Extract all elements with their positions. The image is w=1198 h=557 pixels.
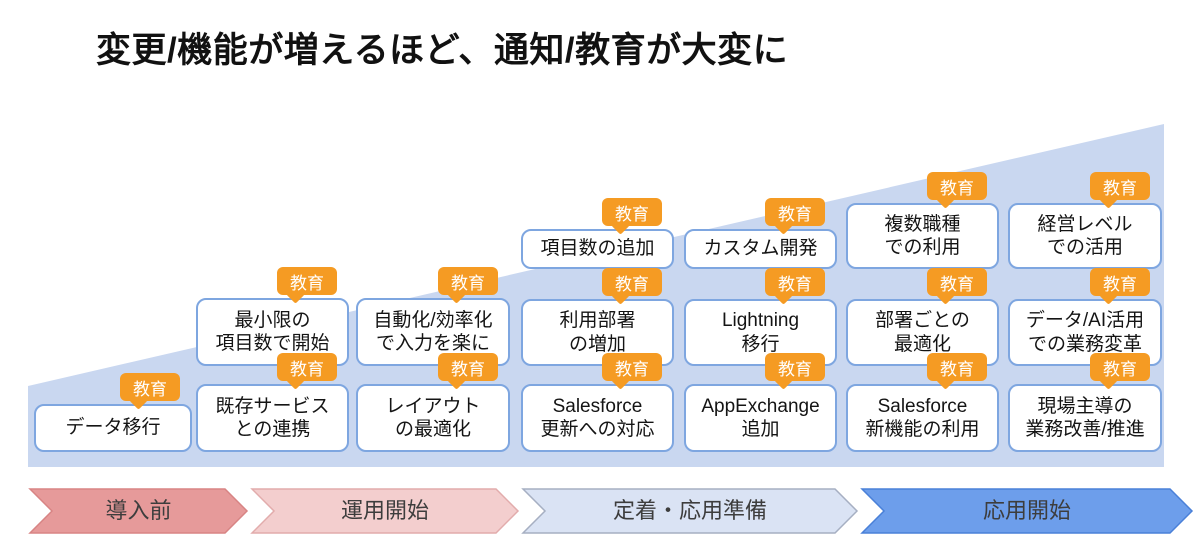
phase-arrows — [28, 488, 1194, 534]
education-badge: 教育 — [927, 268, 987, 296]
education-badge: 教育 — [602, 268, 662, 296]
education-badge: 教育 — [277, 353, 337, 381]
box-executive-use: 教育 経営レベル での活用 — [1008, 172, 1162, 269]
education-badge: 教育 — [1090, 353, 1150, 381]
box-label: 最小限の 項目数で開始 — [215, 309, 330, 354]
box-layout-optimization: 教育 レイアウト の最適化 — [356, 353, 510, 452]
box-label: データ/AI活用 での業務変革 — [1025, 310, 1145, 355]
box-multi-roles: 教育 複数職種 での利用 — [846, 172, 999, 269]
box-lightning-migration: 教育 Lightning 移行 — [684, 268, 837, 366]
education-badge: 教育 — [1090, 172, 1150, 200]
box-label: 既存サービス との連携 — [215, 395, 330, 440]
box-label: 複数職種 での利用 — [884, 213, 961, 258]
education-badge: 教育 — [277, 267, 337, 295]
box-label: レイアウト の最適化 — [385, 395, 481, 440]
box-data-migration: 教育 データ移行 — [34, 373, 192, 452]
box-label: 利用部署 の増加 — [559, 310, 636, 355]
education-badge: 教育 — [927, 353, 987, 381]
phase-label-pre-introduction: 導入前 — [105, 498, 172, 523]
box-label: 項目数の追加 — [540, 238, 655, 260]
box-custom-development: 教育 カスタム開発 — [684, 198, 837, 269]
box-salesforce-updates: 教育 Salesforce 更新への対応 — [521, 353, 674, 452]
phase-label-operation-start: 運用開始 — [340, 498, 429, 523]
box-label: 経営レベル での活用 — [1037, 213, 1133, 258]
education-badge: 教育 — [438, 353, 498, 381]
education-badge: 教育 — [765, 353, 825, 381]
box-label: データ移行 — [65, 417, 161, 439]
phase-label-application-start: 応用開始 — [982, 498, 1071, 523]
box-label: Salesforce 新機能の利用 — [865, 395, 980, 440]
education-badge: 教育 — [765, 268, 825, 296]
phase-label-adoption-preparation: 定着・応用準備 — [612, 498, 767, 523]
box-label: 自動化/効率化 で入力を楽に — [373, 309, 493, 354]
page-title: 変更/機能が増えるほど、通知/教育が大変に — [96, 31, 789, 70]
box-automation-efficiency: 教育 自動化/効率化 で入力を楽に — [356, 267, 510, 366]
education-badge: 教育 — [927, 172, 987, 200]
education-badge: 教育 — [602, 198, 662, 226]
box-field-driven-improvement: 教育 現場主導の 業務改善/推進 — [1008, 353, 1162, 452]
box-appexchange: 教育 AppExchange 追加 — [684, 353, 837, 452]
box-existing-services: 教育 既存サービス との連携 — [196, 353, 349, 452]
education-badge: 教育 — [765, 198, 825, 226]
box-label: 部署ごとの 最適化 — [875, 310, 970, 355]
education-badge: 教育 — [438, 267, 498, 295]
phase-chevron-application-start — [860, 488, 1194, 534]
phase-chevron-pre-introduction — [28, 488, 249, 534]
box-label: AppExchange 追加 — [701, 395, 820, 440]
box-label: カスタム開発 — [703, 238, 818, 260]
box-add-fields: 教育 項目数の追加 — [521, 198, 674, 269]
education-badge: 教育 — [120, 373, 180, 401]
box-more-departments: 教育 利用部署 の増加 — [521, 268, 674, 366]
phase-chevron-adoption-preparation — [521, 488, 859, 534]
box-new-features: 教育 Salesforce 新機能の利用 — [846, 353, 999, 452]
box-label: Lightning 移行 — [721, 310, 800, 355]
box-label: Salesforce 更新への対応 — [540, 395, 655, 440]
education-badge: 教育 — [1090, 268, 1150, 296]
education-badge: 教育 — [602, 353, 662, 381]
phase-chevron-operation-start — [250, 488, 520, 534]
box-minimal-fields: 教育 最小限の 項目数で開始 — [196, 267, 349, 366]
box-label: 現場主導の 業務改善/推進 — [1025, 395, 1145, 440]
